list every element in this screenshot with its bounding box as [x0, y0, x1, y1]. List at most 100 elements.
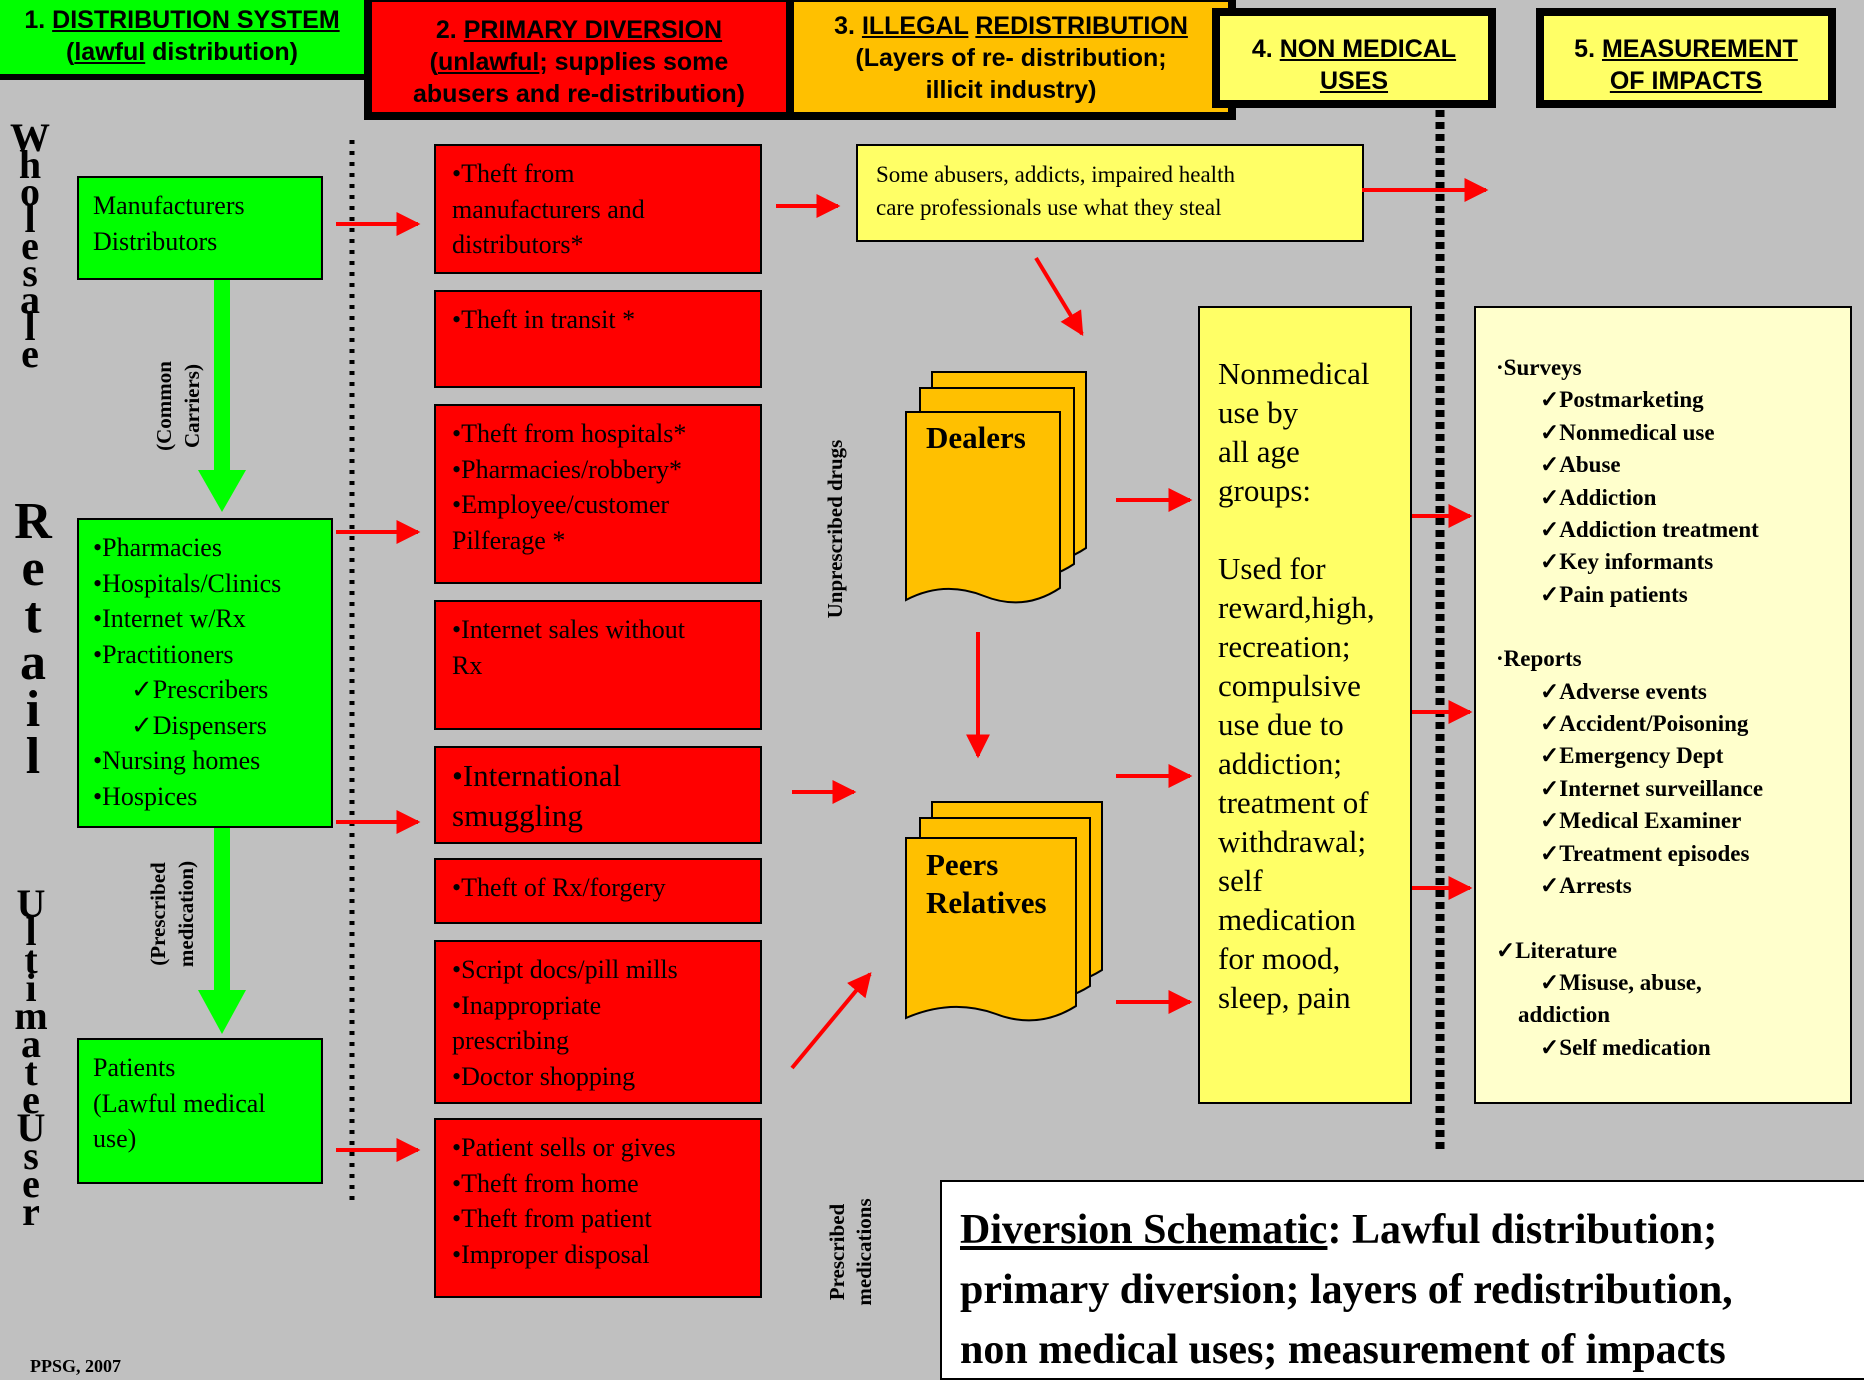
box-retail: •Pharmacies •Hospitals/Clinics •Internet… — [77, 518, 333, 828]
label-prescribed-medications: Prescribed medications — [824, 1172, 884, 1332]
box-line: Nonmedical — [1218, 356, 1370, 391]
list-item: ✓Nonmedical use — [1540, 419, 1715, 445]
box-line: reward,high, — [1218, 590, 1375, 625]
side-label-letter: i — [25, 681, 41, 738]
document-line: Relatives — [926, 885, 1047, 920]
header-sub: distribution) — [145, 38, 298, 66]
header-title-line1: NON MEDICAL — [1279, 35, 1457, 63]
list-item: •Theft from home — [452, 1168, 639, 1198]
box-line: use) — [93, 1124, 137, 1153]
box-line: for mood, — [1218, 941, 1341, 976]
label-line: Prescribed — [825, 1203, 849, 1301]
header-sub-underlined: unlawful — [437, 48, 540, 76]
label-line: Unprescribed drugs — [823, 439, 847, 619]
list-item: smuggling — [452, 798, 583, 833]
box-internet-sales: •Internet sales without Rx — [434, 600, 762, 730]
box-line: compulsive — [1218, 668, 1361, 703]
side-label-letter: l — [24, 196, 36, 241]
box-line: use by — [1218, 395, 1299, 430]
section-title-literature: ✓Literature — [1496, 937, 1618, 963]
box-line: (Lawful medical — [93, 1088, 266, 1118]
box-theft-manufacturers: •Theft from manufacturers and distributo… — [434, 144, 762, 274]
list-item: ✓Adverse events — [1540, 678, 1707, 704]
list-item: Rx — [452, 650, 483, 680]
side-label-letter: l — [24, 304, 36, 349]
header-sub: ; supplies some — [539, 48, 729, 76]
side-label-letter: U — [16, 1105, 46, 1150]
arrow-abusers-to-dealers — [1034, 256, 1084, 337]
box-patients: Patients (Lawful medical use) — [77, 1038, 323, 1184]
box-script-docs: •Script docs/pill mills •Inappropriate p… — [434, 940, 762, 1104]
list-item: ✓Medical Examiner — [1540, 808, 1742, 834]
list-item: •Pharmacies — [93, 533, 222, 562]
box-line: all age — [1218, 434, 1300, 469]
list-item: ✓Dispensers — [131, 710, 267, 740]
list-item: ✓Emergency Dept — [1540, 743, 1724, 769]
list-item: ✓Self medication — [1540, 1034, 1711, 1060]
box-nonmedical-use: Nonmedical use by all age groups: Used f… — [1198, 306, 1412, 1104]
box-line: use due to — [1218, 707, 1344, 742]
side-label-letter: l — [25, 728, 41, 785]
side-label-letter: t — [24, 587, 42, 644]
label-common-carriers: (Common Carriers) — [150, 326, 210, 486]
list-item: •Theft from patient — [452, 1204, 652, 1233]
list-item: ✓Treatment episodes — [1540, 840, 1750, 866]
side-label-letter: s — [22, 250, 38, 295]
header-sub-line2: (Layers of re- distribution; — [855, 44, 1167, 72]
list-item: addiction — [1518, 1002, 1611, 1028]
side-label-letter: e — [21, 331, 39, 376]
caption-box: Diversion Schematic: Lawful distribution… — [940, 1180, 1864, 1380]
list-item: ✓Prescribers — [131, 675, 269, 704]
list-item: •Internet w/Rx — [93, 604, 246, 633]
header-sub-line3: illicit industry) — [925, 76, 1097, 104]
list-item: •Inappropriate — [452, 990, 602, 1020]
header-title-line2: USES — [1319, 67, 1389, 95]
box-line: sleep, pain — [1218, 980, 1351, 1015]
box-line: medication — [1218, 902, 1356, 937]
reports-list: ✓Adverse events ✓Accident/Poisoning ✓Eme… — [1496, 676, 1840, 903]
document-line: Peers — [926, 847, 999, 882]
list-item: manufacturers and — [452, 194, 645, 224]
list-item: •Hospitals/Clinics — [93, 568, 282, 598]
side-label-letter: a — [20, 277, 40, 322]
list-item: •Employee/customer — [452, 490, 670, 519]
box-line: treatment of — [1218, 785, 1369, 820]
list-item: •Improper disposal — [452, 1239, 650, 1269]
box-line: care professionals use what they steal — [876, 195, 1222, 220]
header-title: PRIMARY DIVERSION — [463, 16, 723, 44]
box-theft-rx-forgery: •Theft of Rx/forgery — [434, 858, 762, 924]
label-line: (Common — [152, 361, 176, 451]
box-international-smuggling: •International smuggling — [434, 746, 762, 844]
header-number: 5. — [1574, 35, 1596, 63]
side-label-letter: R — [14, 493, 52, 550]
caption-line2: primary diversion; layers of redistribut… — [960, 1267, 1733, 1313]
surveys-list: ✓Postmarketing ✓Nonmedical use ✓Abuse ✓A… — [1496, 384, 1840, 611]
caption-lead: Diversion Schematic — [960, 1207, 1328, 1253]
header-title: REDISTRIBUTION — [975, 12, 1188, 40]
header-sub-line3: abusers and re-distribution) — [413, 80, 745, 108]
box-line: addiction; — [1218, 746, 1342, 781]
list-item: Pilferage * — [452, 525, 566, 555]
literature-list: ✓Misuse, abuse, addiction ✓Self medicati… — [1496, 967, 1840, 1064]
side-label-letter: t — [24, 1049, 38, 1094]
header-non-medical-uses: 4. NON MEDICAL USES — [1212, 8, 1496, 108]
label-unprescribed-drugs: Unprescribed drugs — [821, 409, 851, 649]
box-line: groups: — [1218, 473, 1311, 508]
side-label-letter: h — [18, 142, 42, 187]
label-prescribed-medication: (Prescribed medication) — [144, 834, 204, 994]
header-number: 3. — [834, 12, 855, 40]
list-item: •Practitioners — [93, 639, 234, 669]
list-item: ✓Addiction treatment — [1540, 517, 1759, 543]
label-line: Carriers) — [180, 364, 204, 448]
list-item: •Theft of Rx/forgery — [452, 873, 666, 902]
side-label-letter: o — [20, 169, 40, 214]
section-title-reports: ·Reports — [1496, 646, 1582, 672]
header-title-line1: MEASUREMENT — [1601, 35, 1798, 63]
side-label-letter: W — [10, 115, 50, 160]
list-item: prescribing — [452, 1026, 569, 1055]
label-line: (Prescribed — [146, 862, 170, 966]
